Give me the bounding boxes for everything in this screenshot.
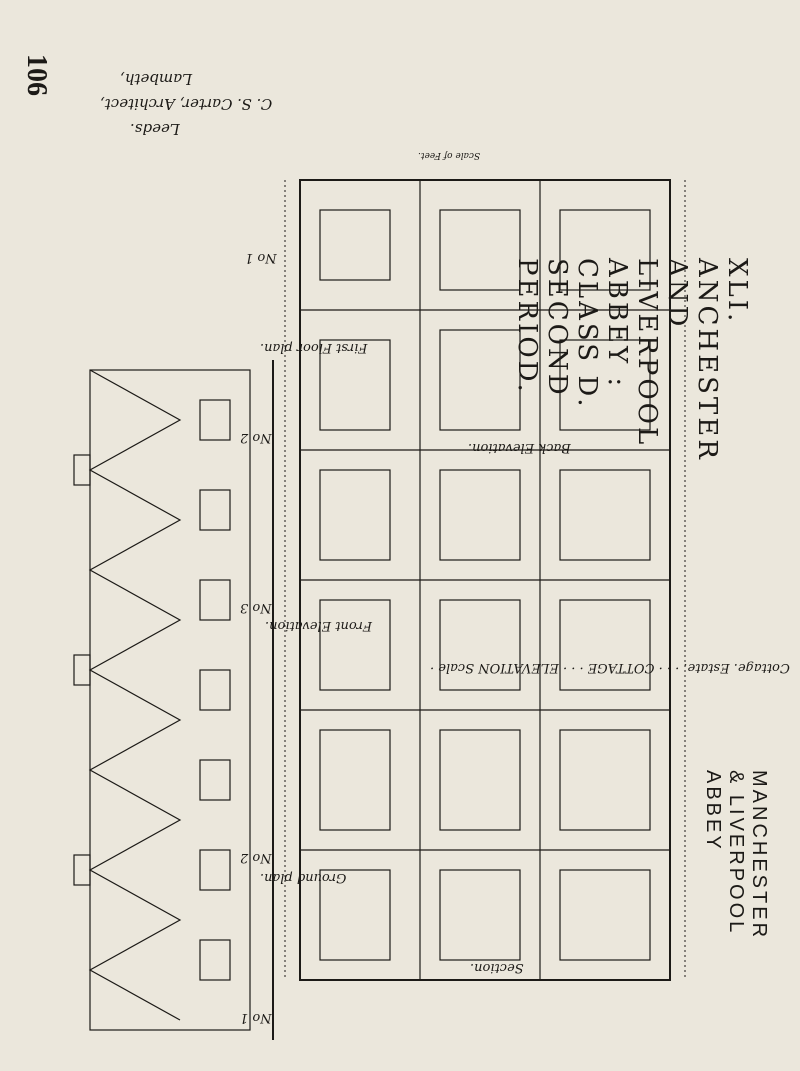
credit-line-3: Leeds. bbox=[130, 120, 180, 138]
page-number: 106 bbox=[21, 54, 52, 96]
ground-line bbox=[272, 360, 274, 1040]
floor-plans-drawing bbox=[284, 179, 686, 981]
elevations-drawing bbox=[73, 369, 251, 1031]
credit-line-2: C. S. Carter, Architect, bbox=[100, 95, 273, 113]
plan-number-1: No 1 bbox=[245, 250, 277, 265]
credit-line-1: Lambeth, bbox=[120, 70, 193, 88]
running-footer: MANCHESTER & LIVERPOOL ABBEY bbox=[702, 770, 770, 941]
